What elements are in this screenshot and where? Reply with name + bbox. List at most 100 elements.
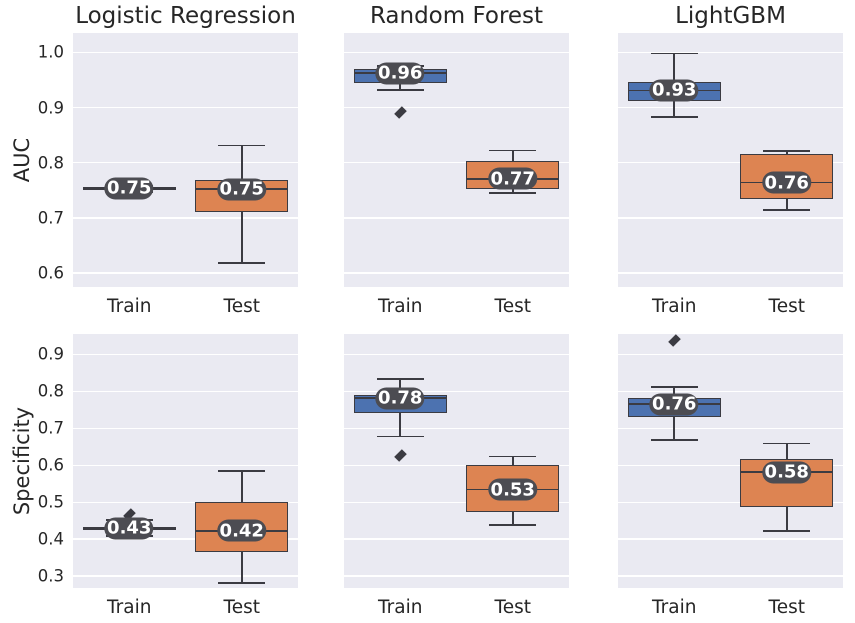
gridline bbox=[618, 106, 843, 109]
whisker-cap-lower bbox=[376, 435, 424, 438]
whisker-upper bbox=[511, 150, 514, 162]
median-label-bubble bbox=[217, 519, 267, 542]
median-label-bubble bbox=[104, 517, 154, 540]
gridline bbox=[73, 106, 298, 109]
whisker-cap-lower bbox=[376, 89, 424, 91]
median-label-bubble bbox=[649, 393, 699, 416]
median-value-label: 0.77 bbox=[488, 167, 538, 190]
whisker-cap-lower bbox=[763, 529, 811, 532]
median-value-label: 0.76 bbox=[762, 171, 812, 194]
whisker-lower bbox=[673, 417, 676, 441]
gridline bbox=[618, 501, 843, 503]
x-tick-label-test: Test bbox=[768, 296, 805, 317]
whisker-cap-upper bbox=[376, 378, 424, 380]
median-label-bubble bbox=[217, 178, 267, 201]
x-tick-label-train: Train bbox=[378, 597, 423, 618]
y-tick-label: 0.7 bbox=[37, 208, 64, 228]
gridline bbox=[344, 464, 569, 466]
median-value-label: 0.58 bbox=[762, 461, 812, 484]
y-tick-label: 1.0 bbox=[37, 42, 64, 62]
median-label-bubble bbox=[762, 171, 812, 194]
whisker-lower bbox=[240, 212, 243, 264]
y-tick-label: 0.6 bbox=[37, 263, 64, 283]
whisker-upper bbox=[673, 386, 676, 398]
x-tick-label-test: Test bbox=[494, 597, 531, 618]
whisker-lower bbox=[785, 198, 788, 210]
gridline bbox=[618, 427, 843, 429]
gridline bbox=[344, 162, 569, 164]
y-tick-label: 0.4 bbox=[37, 529, 64, 549]
whisker-cap-upper bbox=[218, 469, 266, 472]
median-label-bubble bbox=[375, 62, 425, 85]
gridline bbox=[344, 51, 569, 54]
whisker-cap-upper bbox=[650, 52, 698, 55]
plot-area-0-0 bbox=[73, 33, 298, 287]
whisker-lower bbox=[673, 100, 676, 117]
gridline bbox=[618, 51, 843, 54]
whisker-lower bbox=[399, 412, 402, 437]
gridline bbox=[618, 575, 843, 577]
x-tick-label-train: Train bbox=[107, 296, 152, 317]
whisker-cap-lower bbox=[650, 116, 698, 118]
whisker-upper bbox=[240, 145, 243, 180]
gridline bbox=[618, 464, 843, 466]
median-value-label: 0.93 bbox=[649, 79, 699, 102]
gridline bbox=[73, 51, 298, 54]
whisker-cap-upper bbox=[763, 442, 811, 445]
whisker-cap-lower bbox=[650, 439, 698, 441]
y-tick-label: 0.8 bbox=[37, 153, 64, 173]
whisker-upper bbox=[399, 379, 402, 395]
median-label-bubble bbox=[649, 79, 699, 102]
whisker-cap-upper bbox=[763, 150, 811, 152]
x-tick-label-train: Train bbox=[107, 597, 152, 618]
plot-area-0-1 bbox=[344, 33, 569, 287]
y-tick-label: 0.8 bbox=[37, 381, 64, 401]
whisker-cap-lower bbox=[489, 192, 537, 194]
x-tick-label-test: Test bbox=[494, 296, 531, 317]
median-value-label: 0.43 bbox=[104, 517, 154, 540]
whisker-cap-upper bbox=[489, 455, 537, 458]
y-tick-label: 0.5 bbox=[37, 492, 64, 512]
gridline bbox=[73, 390, 298, 392]
x-tick-label-test: Test bbox=[768, 597, 805, 618]
gridline bbox=[73, 501, 298, 503]
median-value-label: 0.76 bbox=[649, 393, 699, 416]
median-label-bubble bbox=[762, 461, 812, 484]
gridline bbox=[344, 538, 569, 540]
whisker-cap-lower bbox=[489, 524, 537, 526]
gridline bbox=[73, 217, 298, 219]
y-tick-label: 0.9 bbox=[37, 344, 64, 364]
gridline bbox=[344, 353, 569, 356]
x-tick-label-test: Test bbox=[223, 597, 260, 618]
whisker-lower bbox=[511, 512, 514, 526]
gridline bbox=[73, 272, 298, 274]
gridline bbox=[73, 538, 298, 540]
whisker-lower bbox=[511, 189, 514, 194]
median-value-label: 0.42 bbox=[217, 519, 267, 542]
x-tick-label-test: Test bbox=[223, 296, 260, 317]
gridline bbox=[73, 427, 298, 429]
whisker-cap-lower bbox=[218, 262, 266, 265]
y-tick-label: 0.3 bbox=[37, 566, 64, 586]
whisker-upper bbox=[673, 53, 676, 82]
median-value-label: 0.96 bbox=[375, 62, 425, 85]
gridline bbox=[618, 272, 843, 274]
whisker-lower bbox=[399, 82, 402, 90]
median-value-label: 0.78 bbox=[375, 387, 425, 410]
whisker-cap-upper bbox=[650, 386, 698, 388]
median-value-label: 0.75 bbox=[217, 178, 267, 201]
median-label-bubble bbox=[375, 387, 425, 410]
gridline bbox=[344, 217, 569, 219]
y-tick-label: 0.9 bbox=[37, 98, 64, 118]
gridline bbox=[618, 538, 843, 540]
gridline bbox=[73, 464, 298, 466]
whisker-upper bbox=[785, 151, 788, 155]
gridline bbox=[618, 390, 843, 392]
median-value-label: 0.75 bbox=[104, 177, 154, 200]
gridline bbox=[344, 272, 569, 274]
whisker-upper bbox=[240, 470, 243, 503]
whisker-upper bbox=[511, 456, 514, 466]
panel-title-1: Random Forest bbox=[369, 3, 544, 29]
panel-title-2: LightGBM bbox=[675, 3, 786, 29]
